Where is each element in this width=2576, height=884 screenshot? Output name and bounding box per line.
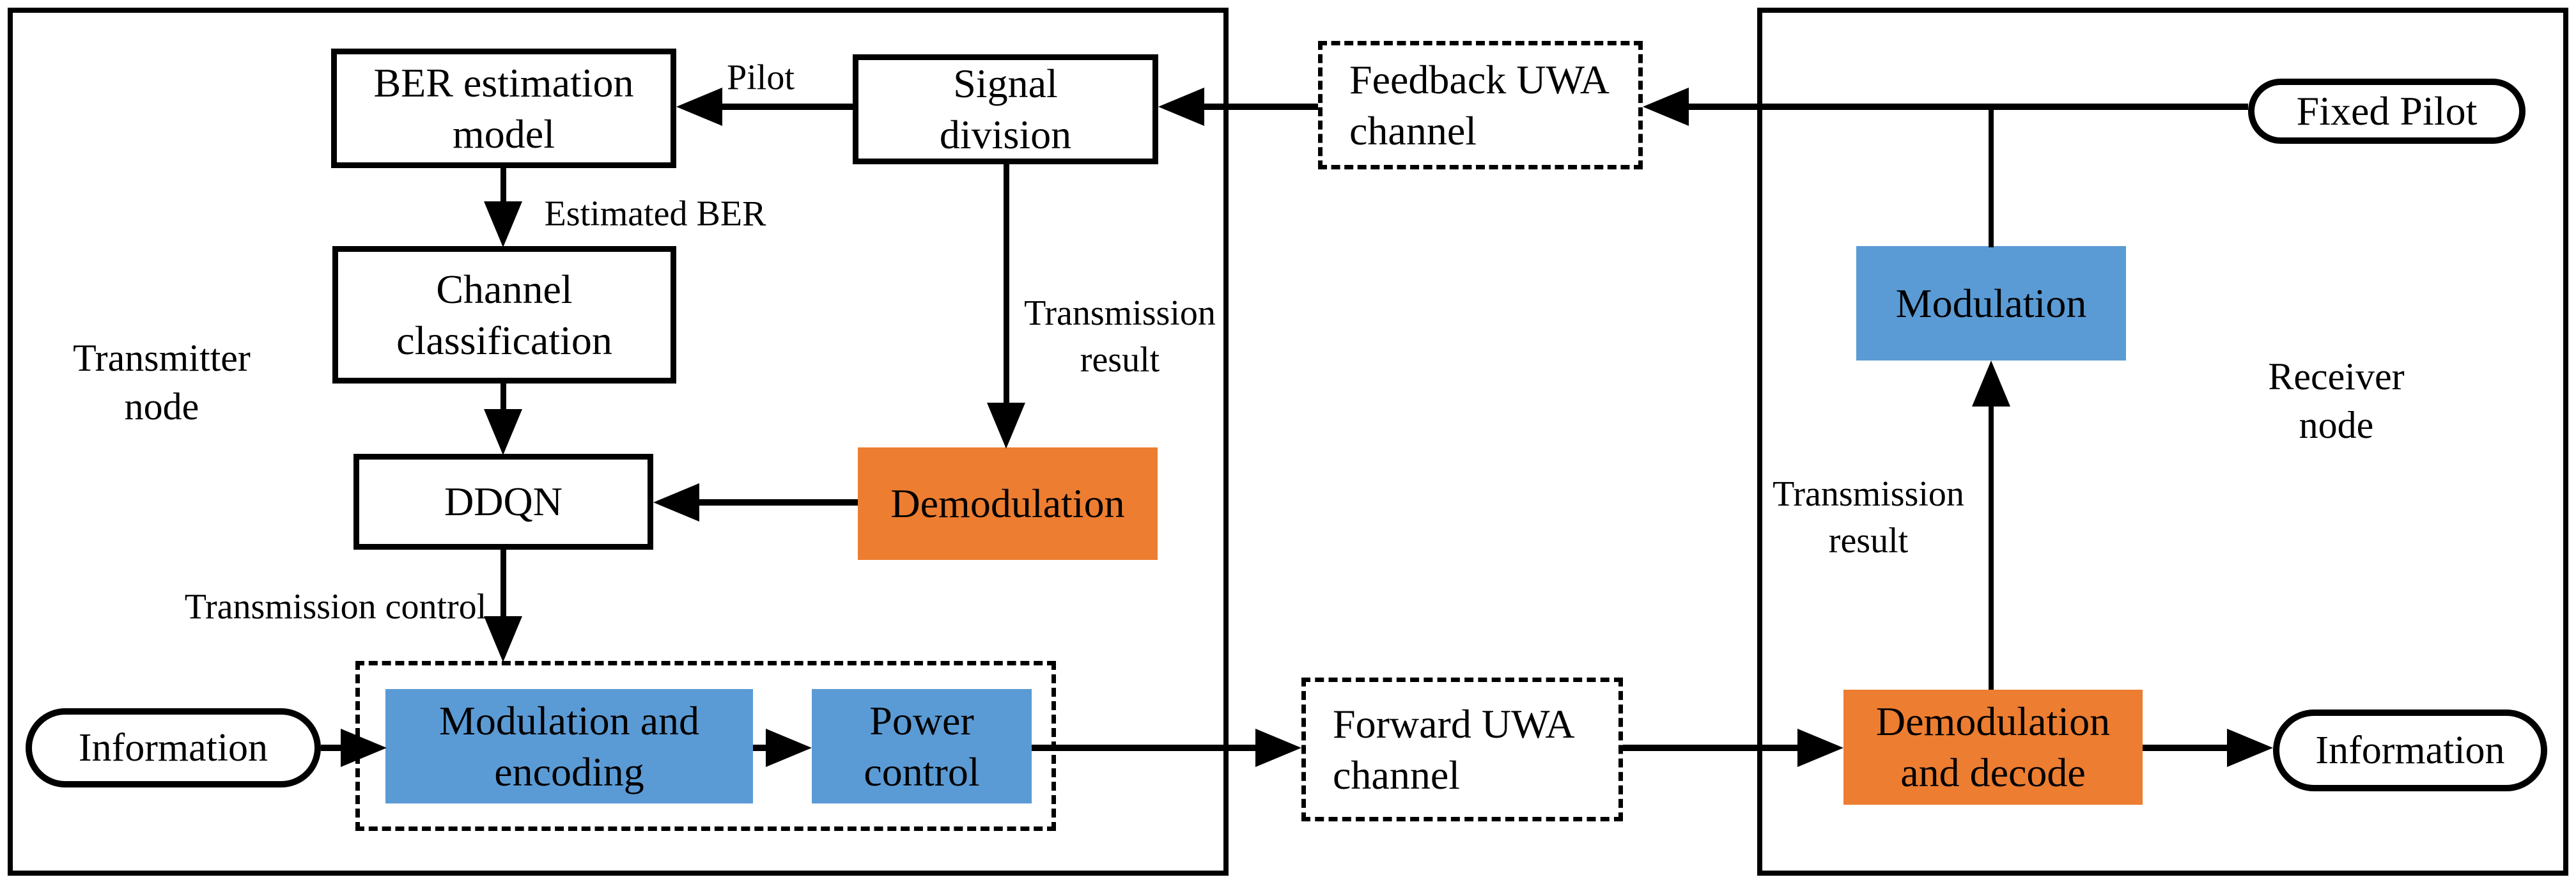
receiver-node-label-line1: Receiver <box>2268 355 2405 398</box>
modulation-and-encoding-box: Modulation and encoding <box>385 689 753 803</box>
demodulation-and-decode-box: Demodulation and decode <box>1843 690 2143 805</box>
feedback-to-signal-division-line <box>1204 104 1318 110</box>
ber-estimation-model-line2: model <box>453 111 555 157</box>
feedback-uwa-channel-box: Feedback UWA channel <box>1318 41 1643 169</box>
decode-to-modulation-arrowhead <box>1972 361 2010 407</box>
ddqn-label: DDQN <box>444 479 563 524</box>
feedback-to-signal-division-arrowhead <box>1158 88 1204 126</box>
pilot-to-feedback-arrowhead <box>1643 88 1689 126</box>
transmitter-node-boundary <box>8 8 1229 876</box>
estimated-ber-arrowhead <box>484 201 522 247</box>
signal-division-line2: division <box>939 112 1072 157</box>
information-sink-label: Information <box>2315 728 2505 772</box>
modulation-and-encoding-line1: Modulation and <box>438 697 700 743</box>
information-source-label: Information <box>78 725 268 770</box>
pilot-to-feedback-line <box>1689 104 2248 110</box>
signal-division-box: Signal division <box>853 54 1158 164</box>
receiver-node-label: Receiver node <box>2268 352 2404 449</box>
modulation-to-feedback-branch-line <box>1989 107 1994 247</box>
forward-uwa-channel-line1: Forward UWA <box>1333 701 1575 747</box>
channel-classification-box: Channel classification <box>332 246 676 384</box>
classification-to-ddqn-line <box>500 384 506 412</box>
power-to-forward-channel-arrowhead <box>1255 729 1301 767</box>
transmitter-node-label: Transmitter node <box>73 334 251 431</box>
demodulation-to-ddqn-line <box>699 499 858 506</box>
transmission-result-rx-label: Transmission result <box>1773 471 1964 564</box>
ddqn-box: DDQN <box>353 454 653 550</box>
classification-to-ddqn-arrowhead <box>484 409 522 455</box>
forward-uwa-channel-box: Forward UWA channel <box>1301 678 1623 821</box>
pilot-arrow-line <box>721 104 853 110</box>
transmission-result-tx-label: Transmission result <box>1024 290 1216 384</box>
transmission-result-rx-line2: result <box>1828 521 1909 561</box>
forward-channel-to-decode-arrowhead <box>1797 729 1843 767</box>
decode-to-information-line <box>2143 745 2230 751</box>
forward-channel-to-decode-line <box>1623 745 1801 751</box>
demodulation-to-ddqn-arrowhead <box>653 483 699 522</box>
fixed-pilot-label: Fixed Pilot <box>2296 88 2478 134</box>
encoding-to-power-line <box>753 745 769 751</box>
information-to-encoding-line <box>321 745 342 751</box>
transmission-result-rx-line1: Transmission <box>1773 474 1964 514</box>
transmission-result-tx-line1: Transmission <box>1024 293 1216 333</box>
channel-classification-line1: Channel <box>436 266 573 312</box>
power-control-line2: control <box>864 748 980 795</box>
power-control-line1: Power <box>869 697 974 743</box>
encoding-to-power-arrowhead <box>766 729 812 767</box>
transmission-control-arrow-line <box>500 550 506 619</box>
decode-to-information-arrowhead <box>2227 729 2273 767</box>
demodulation-and-decode-line2: and decode <box>1900 750 2086 795</box>
demodulation-and-decode-line1: Demodulation <box>1875 699 2111 744</box>
ber-estimation-model-line1: BER estimation <box>373 59 634 105</box>
power-to-forward-channel-line <box>1032 745 1259 751</box>
feedback-uwa-channel-line2: channel <box>1349 107 1477 153</box>
information-source-terminal: Information <box>26 708 321 787</box>
signal-division-line1: Signal <box>953 61 1058 106</box>
transmitter-node-label-line2: node <box>124 385 199 428</box>
fixed-pilot-terminal: Fixed Pilot <box>2248 79 2526 144</box>
demodulation-label: Demodulation <box>890 481 1125 526</box>
channel-classification-line2: classification <box>396 317 612 363</box>
receiver-node-boundary <box>1757 8 2568 876</box>
forward-uwa-channel-line2: channel <box>1333 752 1460 798</box>
receiver-node-label-line2: node <box>2299 404 2374 446</box>
transmitter-node-label-line1: Transmitter <box>73 337 251 379</box>
decode-to-modulation-line <box>1989 404 1994 690</box>
transmission-result-tx-line2: result <box>1080 340 1160 380</box>
information-to-encoding-arrowhead <box>341 729 387 767</box>
estimated-ber-arrow-line <box>500 168 506 203</box>
power-control-box: Power control <box>812 689 1032 803</box>
demodulation-box: Demodulation <box>858 447 1158 560</box>
signal-division-to-demodulation-line <box>1004 164 1009 406</box>
pilot-label: Pilot <box>727 58 795 98</box>
modulation-and-encoding-line2: encoding <box>494 748 644 795</box>
ber-estimation-model-box: BER estimation model <box>331 49 676 168</box>
estimated-ber-label: Estimated BER <box>544 194 766 234</box>
information-sink-terminal: Information <box>2273 710 2547 791</box>
transmission-control-arrowhead <box>484 616 522 662</box>
modulation-box: Modulation <box>1856 246 2126 361</box>
feedback-uwa-channel-line1: Feedback UWA <box>1349 56 1610 102</box>
signal-division-to-demodulation-arrowhead <box>987 403 1025 449</box>
transmission-control-label: Transmission control <box>184 587 487 627</box>
pilot-arrowhead <box>676 88 722 126</box>
modulation-label: Modulation <box>1895 280 2087 326</box>
